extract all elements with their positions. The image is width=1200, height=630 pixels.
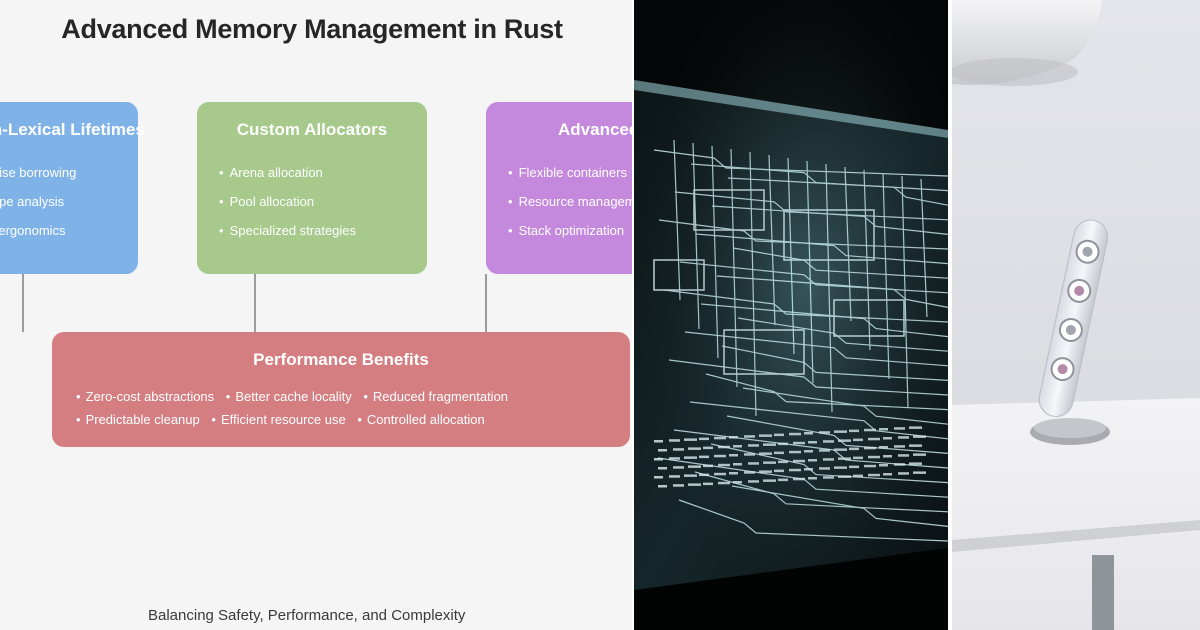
benefits-title: Performance Benefits bbox=[253, 350, 429, 369]
diagram-footer: Balancing Safety, Performance, and Compl… bbox=[148, 607, 466, 624]
performance-benefits-box: Performance Benefits Zero-cost abstracti… bbox=[52, 332, 630, 447]
card-list: Flexible containers Resource management … bbox=[508, 158, 632, 245]
benefit-item: Controlled allocation bbox=[357, 412, 484, 427]
card-title: Custom Allocators bbox=[236, 120, 388, 139]
divider bbox=[948, 0, 952, 630]
benefit-item: Zero-cost abstractions bbox=[76, 389, 214, 404]
divider bbox=[632, 0, 634, 630]
card-advanced-patterns: Advanced Patterns Flexible containers Re… bbox=[486, 102, 632, 274]
circuit-board-icon bbox=[634, 0, 948, 630]
desk-lamp-icon bbox=[952, 0, 1200, 630]
list-item: Flexible containers bbox=[508, 158, 632, 187]
benefit-item: Reduced fragmentation bbox=[363, 389, 508, 404]
list-item: Arena allocation bbox=[219, 158, 356, 187]
diagram-title: Advanced Memory Management in Rust bbox=[61, 14, 563, 44]
connector-line bbox=[485, 274, 487, 332]
connector-line bbox=[254, 274, 256, 332]
card-list: Arena allocation Pool allocation Special… bbox=[219, 158, 356, 245]
list-item: More precise borrowing bbox=[0, 158, 76, 187]
list-item: Improved ergonomics bbox=[0, 216, 76, 245]
card-list: More precise borrowing Better scope anal… bbox=[0, 158, 76, 245]
card-custom-allocators: Custom Allocators Arena allocation Pool … bbox=[197, 102, 427, 274]
list-item: Stack optimization bbox=[508, 216, 632, 245]
circuit-board-photo bbox=[634, 0, 948, 630]
card-non-lexical-lifetimes: Non-Lexical Lifetimes More precise borro… bbox=[0, 102, 145, 274]
benefit-item: Predictable cleanup bbox=[76, 412, 200, 427]
benefit-row: Zero-cost abstractions Better cache loca… bbox=[76, 389, 516, 404]
benefit-item: Better cache locality bbox=[226, 389, 352, 404]
list-item: Better scope analysis bbox=[0, 187, 76, 216]
list-item: Pool allocation bbox=[219, 187, 356, 216]
card-title: Advanced Patterns bbox=[558, 120, 632, 139]
list-item: Specialized strategies bbox=[219, 216, 356, 245]
diagram-panel: Advanced Memory Management in Rust Non-L… bbox=[0, 0, 632, 630]
list-item: Resource management bbox=[508, 187, 632, 216]
desk-lamp-photo bbox=[952, 0, 1200, 630]
benefit-row: Predictable cleanup Efficient resource u… bbox=[76, 412, 493, 427]
connector-line bbox=[22, 274, 24, 332]
card-title: Non-Lexical Lifetimes bbox=[0, 120, 145, 139]
benefit-item: Efficient resource use bbox=[211, 412, 345, 427]
